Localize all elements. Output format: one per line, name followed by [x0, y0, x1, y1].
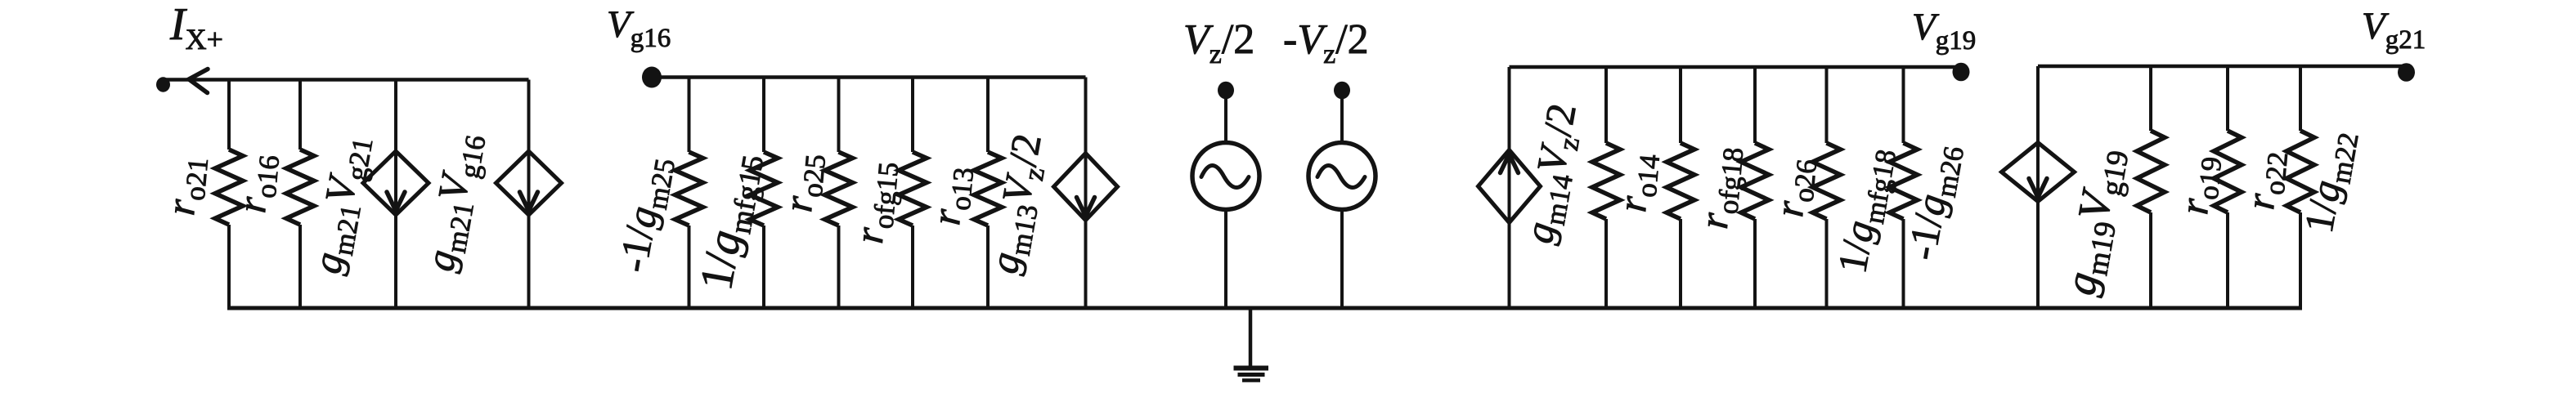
svg-text:-1/gm26​: -1/gm26​: [1898, 141, 1970, 265]
svg-text:ro14​: ro14​: [1609, 151, 1666, 214]
svg-text:gm21​Vg21​: gm21​Vg21​: [303, 132, 379, 278]
svg-text:rofg18​: rofg18​: [1690, 145, 1750, 231]
svg-text:gm14​Vz​/2: gm14​Vz​/2: [1515, 100, 1591, 248]
svg-text:ro13​: ro13​: [922, 164, 980, 227]
svg-text:1/gmfg18​: 1/gmfg18​: [1829, 144, 1902, 278]
svg-text:rofg15​: rofg15​: [846, 159, 905, 246]
svg-text:ro25​: ro25​: [774, 151, 832, 214]
svg-text:ro19​: ro19​: [2170, 154, 2228, 217]
svg-text:ro21​: ro21​: [157, 154, 214, 217]
svg-text:-1/gm25​: -1/gm25​: [609, 153, 681, 277]
svg-text:-Vz​/2: -Vz​/2: [1283, 16, 1369, 69]
svg-text:Vg19​: Vg19​: [1912, 6, 1976, 56]
svg-text:Vg16​: Vg16​: [607, 3, 671, 53]
svg-text:Vg21​: Vg21​: [2362, 5, 2426, 55]
svg-text:IX+​: IX+​: [169, 0, 223, 56]
svg-text:Vz​/2: Vz​/2: [1183, 16, 1254, 69]
svg-text:1/gmfg15​: 1/gmfg15​: [690, 149, 770, 295]
svg-text:gm21​Vg16​: gm21​Vg16​: [416, 129, 492, 275]
svg-text:gm13​Vz​/2: gm13​Vz​/2: [981, 130, 1057, 278]
svg-text:ro16​: ro16​: [228, 152, 285, 215]
svg-text:ro22​: ro22​: [2237, 149, 2294, 212]
svg-text:ro26​: ro26​: [1766, 156, 1823, 219]
svg-text:1/gm22​: 1/gm22​: [2296, 127, 2365, 237]
